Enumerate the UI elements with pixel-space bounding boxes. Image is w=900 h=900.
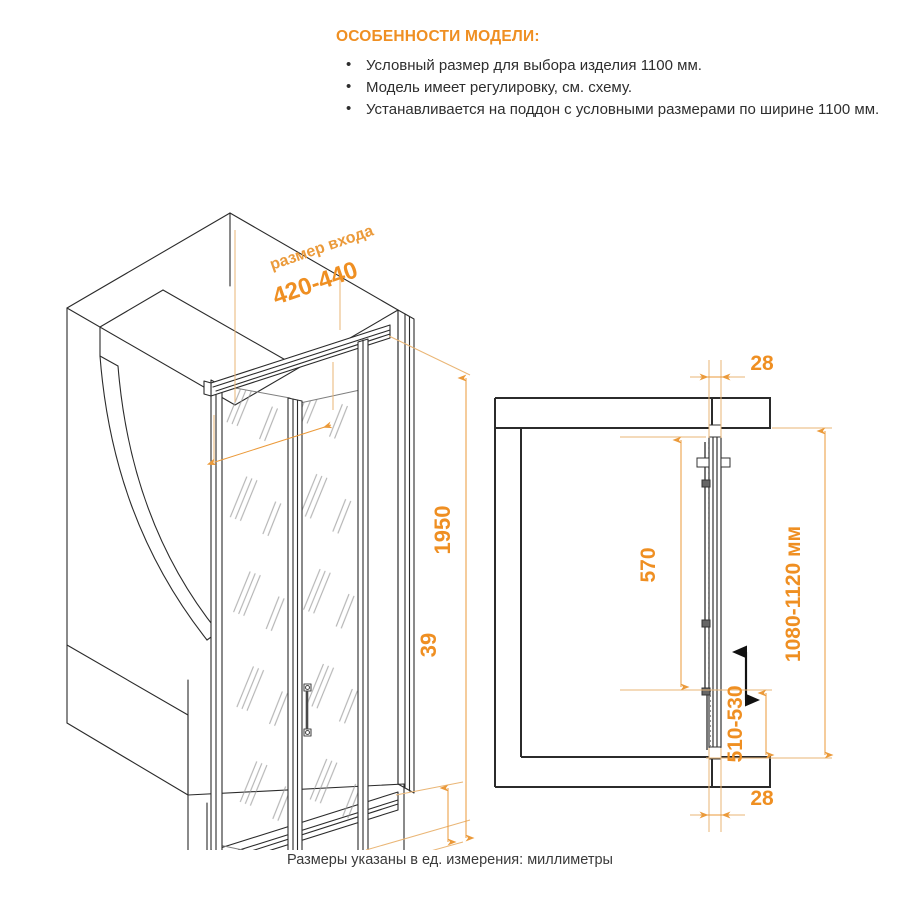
plan-profile-top-block [711,397,771,429]
glass-panel-fixed [218,384,291,850]
ext-39-bottom [432,841,464,850]
features-title: ОСОБЕННОСТИ МОДЕЛИ: [336,28,540,45]
ext-top-1950 [388,335,471,376]
door-centre-stile [287,397,303,850]
plan-view [494,397,771,788]
plan-top-bracket [708,424,722,438]
plan-fixing-2 [701,619,711,628]
door-top-rail [203,324,391,397]
glass-panel-sliding [299,389,361,850]
technical-drawing: размер входа 420-440 1950 39 [0,170,900,850]
feature-item: Устанавливается на поддон с условными ра… [336,98,896,120]
label-28-top: 28 [750,352,774,375]
label-28-bottom: 28 [750,787,774,810]
plan-profile-bottom-block [711,756,771,788]
label-height-1950: 1950 [430,506,455,555]
label-570: 570 [637,547,660,582]
plan-fixing-3 [701,687,711,696]
features-list: Условный размер для выбора изделия 1100 … [336,54,896,121]
niche-curve [99,355,219,641]
plan-bracket-tab-2 [720,457,731,468]
niche-wall-right [397,309,415,794]
feature-item: Модель имеет регулировку, см. схему. [336,76,896,98]
door-jamb-right [357,338,369,850]
door-handle [303,683,312,737]
footer-note: Размеры указаны в ед. измерения: миллиме… [287,852,613,868]
plan-bottom-bracket [708,746,722,760]
drawing-svg: размер входа 420-440 1950 39 [66,212,834,850]
ext-bottom-1950 [365,819,471,850]
isometric-dimensions [206,230,475,850]
door-jamb-left [210,379,223,850]
label-height-39: 39 [416,633,441,657]
label-overall: 1080-1120 мм [782,526,805,662]
niche-wall-left [66,212,231,796]
plan-fixing-1 [701,479,711,488]
feature-item: Условный размер для выбора изделия 1100 … [336,54,896,76]
dim-line-entrance [206,421,333,466]
features-block: ОСОБЕННОСТИ МОДЕЛИ: Условный размер для … [336,28,896,121]
plan-dimensions [620,360,834,832]
plan-bracket-tab-1 [696,457,710,468]
plan-rail-assembly [696,424,731,760]
label-510-530: 510-530 [724,685,747,762]
ext-39-top [395,781,464,796]
isometric-view [66,212,415,850]
